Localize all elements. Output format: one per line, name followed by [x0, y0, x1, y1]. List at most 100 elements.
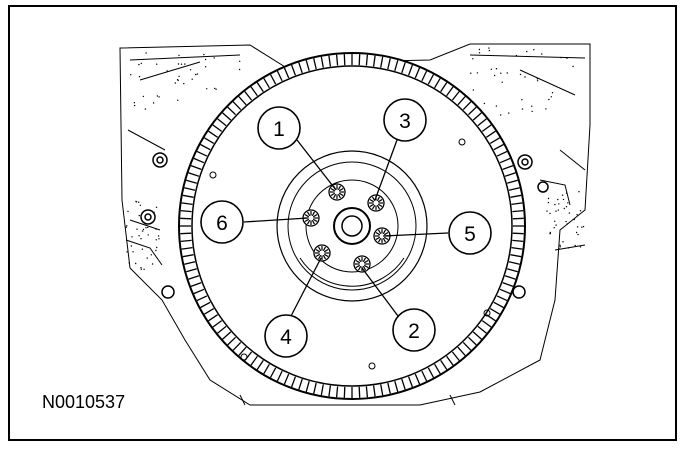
flywheel-hub-ring: [287, 161, 417, 291]
gear-tooth: [451, 91, 460, 101]
figure-reference-code: N0010537: [42, 392, 126, 412]
texture-dot: [478, 52, 481, 54]
texture-dot: [131, 236, 133, 238]
gear-tooth: [232, 341, 242, 351]
texture-dot: [204, 66, 207, 68]
flywheel-hub-ring-inner: [305, 179, 399, 273]
gear-tooth: [407, 376, 414, 388]
texture-dot: [147, 226, 149, 229]
texture-dot: [557, 209, 559, 211]
texture-dot: [130, 74, 132, 76]
callout-label-1: 1: [273, 118, 285, 141]
texture-dot: [138, 201, 140, 203]
gear-tooth: [493, 301, 504, 309]
gear-tooth: [507, 179, 518, 184]
gear-tooth: [467, 106, 477, 116]
texture-dot: [557, 198, 559, 201]
texture-dot: [531, 105, 533, 107]
texture-dot: [526, 50, 528, 53]
gear-tooth: [276, 370, 283, 382]
gear-tooth: [196, 150, 208, 157]
gear-tooth: [182, 194, 194, 198]
gear-tooth: [212, 320, 223, 328]
leader-line-3: [374, 139, 398, 201]
gear-tooth: [181, 246, 193, 250]
gear-tooth: [462, 341, 472, 351]
texture-dot: [488, 47, 490, 49]
texture-dot: [560, 56, 562, 59]
gear-tooth: [446, 355, 454, 366]
texture-dot: [135, 201, 138, 203]
gear-tooth: [440, 82, 448, 92]
texture-dot: [547, 201, 550, 204]
gear-tooth: [512, 239, 524, 243]
gear-tooth: [313, 58, 317, 70]
gear-tooth: [335, 54, 339, 66]
texture-dot: [565, 220, 567, 223]
leader-line-6: [243, 217, 309, 223]
callout-3: 3: [383, 98, 427, 142]
gear-tooth: [481, 320, 492, 328]
callout-5: 5: [448, 211, 492, 255]
gear-tooth: [193, 288, 205, 295]
gear-tooth: [188, 172, 200, 177]
gear-tooth: [343, 386, 346, 398]
gear-tooth: [190, 281, 202, 288]
texture-dot: [531, 110, 533, 113]
texture-dot: [204, 58, 207, 61]
texture-dot: [578, 191, 580, 193]
texture-dot: [183, 82, 185, 85]
texture-dot: [576, 214, 578, 216]
texture-dot: [144, 108, 147, 110]
leader-line-4: [289, 257, 322, 319]
callout-2: 2: [392, 308, 436, 352]
texture-dot: [158, 96, 160, 98]
gear-tooth: [283, 67, 290, 79]
texture-dot: [563, 207, 565, 210]
gear-tooth: [290, 64, 297, 76]
gear-tooth: [394, 381, 399, 392]
texture-dot: [127, 210, 129, 213]
flywheel-bolt-2: [353, 255, 371, 273]
gear-tooth: [372, 385, 376, 397]
gear-tooth: [508, 261, 520, 265]
gear-tooth: [440, 360, 448, 370]
gear-tooth: [502, 164, 514, 171]
gear-tooth: [387, 382, 391, 394]
texture-dot: [128, 262, 130, 264]
texture-dot: [562, 241, 564, 243]
gear-tooth: [414, 373, 421, 385]
texture-dot: [184, 63, 186, 65]
gear-tooth: [372, 55, 376, 67]
texture-dot: [549, 231, 551, 234]
texture-dot: [536, 80, 539, 82]
texture-dot: [140, 267, 142, 269]
texture-dot: [470, 72, 472, 74]
leader-lines: [243, 139, 449, 319]
texture-dot: [141, 230, 144, 232]
gear-tooth: [186, 179, 197, 184]
flywheel-hole: [483, 309, 491, 317]
texture-dot: [126, 225, 128, 227]
texture-dot: [177, 99, 179, 102]
texture-dot: [575, 231, 578, 234]
gear-tooth: [496, 150, 508, 157]
gear-tooth: [305, 60, 310, 71]
gear-tooth: [457, 346, 466, 356]
gear-tooth: [250, 86, 258, 97]
callout-4: 4: [264, 314, 308, 358]
gear-tooth: [511, 246, 523, 250]
gear-tooth: [380, 56, 384, 68]
texture-dot: [138, 76, 141, 78]
texture-dot: [189, 69, 192, 71]
texture-dot: [143, 268, 145, 270]
gear-tooth: [208, 314, 218, 322]
gear-tooth: [421, 70, 428, 82]
texture-dot: [545, 108, 547, 110]
texture-dot: [554, 203, 556, 206]
texture-dot: [156, 246, 158, 249]
texture-dot: [559, 244, 561, 246]
texture-dot: [140, 268, 142, 270]
texture-dot: [191, 78, 193, 80]
texture-dot: [573, 218, 575, 221]
